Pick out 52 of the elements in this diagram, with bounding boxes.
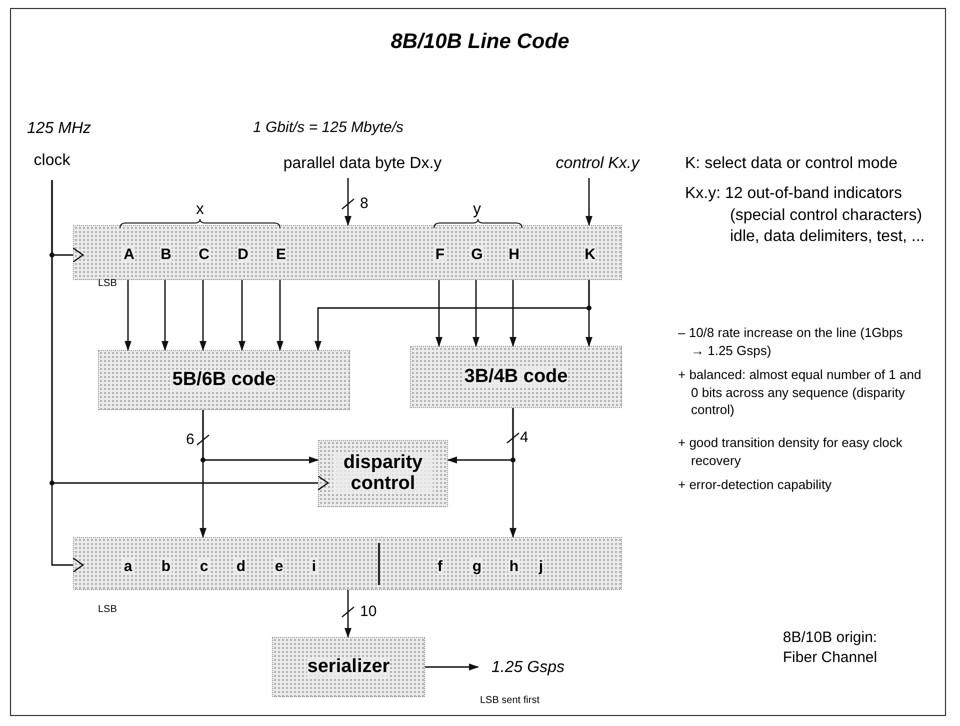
bit-label: G (470, 246, 484, 264)
block-label: 5B/6B code (172, 370, 276, 390)
block-label: 3B/4B code (464, 366, 568, 388)
annotation-text: 1 Gbit/s = 125 Mbyte/s (253, 118, 404, 138)
signal-label: control Kx.y (556, 155, 640, 173)
annotation-text: 8B/10B origin: Fiber Channel (782, 628, 878, 668)
block-label: serializer (307, 656, 390, 678)
annotation-text: 125 MHz (27, 119, 92, 139)
bus-width-label: 8 (360, 196, 368, 211)
annotation-text: LSB sent first (480, 694, 540, 708)
bit-label: a (122, 558, 134, 576)
signal-label: clock (34, 152, 70, 170)
register-block (73, 537, 622, 590)
bit-label: C (198, 246, 210, 264)
diagram-title: 8B/10B Line Code (390, 30, 570, 54)
annotation-text: + balanced: almost equal number of 1 and 0 bits across any sequence (disparity control) (678, 366, 922, 419)
annotation-text: y (472, 200, 482, 220)
coder-block (410, 346, 622, 408)
bit-label: D (236, 246, 250, 264)
bit-label: j (538, 558, 544, 576)
bus-width-label: 6 (186, 432, 194, 447)
register-block (73, 225, 622, 280)
bit-label: K (584, 246, 596, 264)
annotation-text: K: select data or control mode (685, 154, 899, 174)
bit-label: b (160, 558, 172, 576)
bit-label: f (436, 558, 444, 576)
annotation-text: LSB (98, 603, 118, 616)
bit-label: H (508, 246, 520, 264)
signal-label: 1.25 Gsps (492, 659, 564, 677)
coder-block (98, 350, 350, 410)
signal-label: parallel data byte Dx.y (283, 155, 442, 173)
block-label: disparity control (333, 452, 433, 494)
bit-label: A (122, 246, 136, 264)
bit-label: E (274, 246, 287, 264)
annotation-text: – 10/8 rate increase on the line (1Gbps → 1.25 Gsps) (678, 324, 904, 360)
coder-block (318, 440, 448, 507)
bus-width-label: 4 (520, 430, 528, 445)
annotation-text: + good transition density for easy clock recovery (678, 434, 904, 470)
bit-label: h (508, 558, 520, 576)
annotation-text: x (195, 200, 205, 220)
coder-block (272, 637, 425, 697)
bit-label: B (160, 246, 172, 264)
annotation-text: LSB (98, 277, 118, 290)
annotation-text: + error-detection capability (678, 476, 833, 494)
bus-width-label: 10 (360, 604, 377, 619)
annotation-text: Kx.y: 12 out-of-band indicators (special control characters) idle, data delimiters, test, ... (685, 184, 926, 248)
bit-label: F (434, 246, 446, 264)
bit-label: e (274, 558, 284, 576)
bit-label: g (471, 558, 483, 576)
bit-label: c (198, 558, 210, 576)
bit-label: d (235, 558, 247, 576)
bit-label: i (310, 558, 318, 576)
